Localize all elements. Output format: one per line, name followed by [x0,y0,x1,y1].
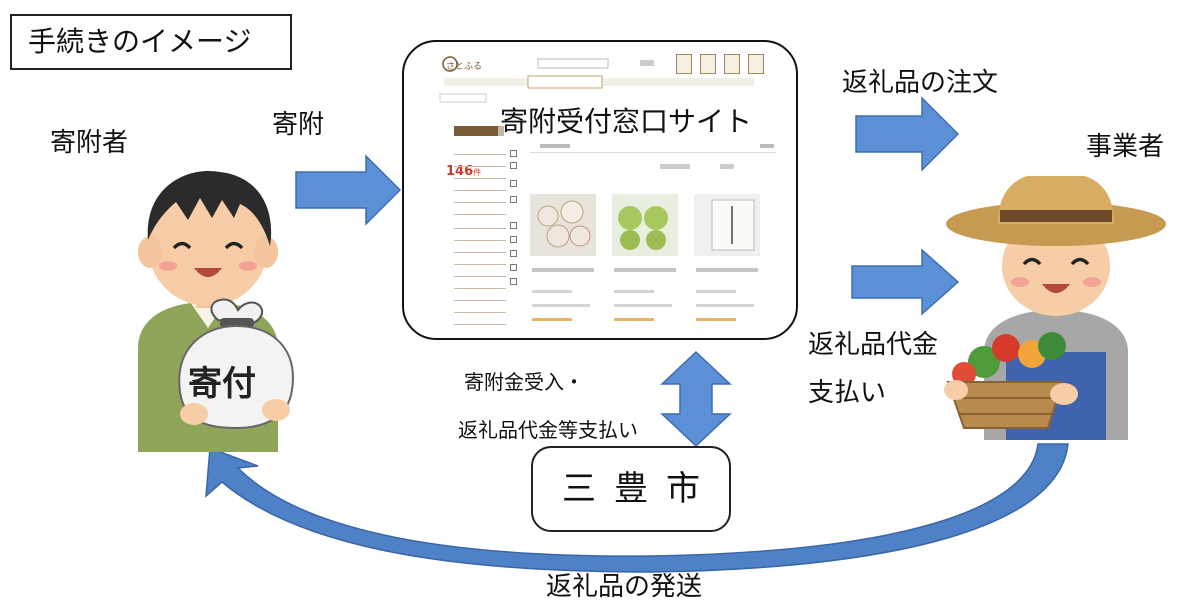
product-image-box [694,194,760,256]
supplier-illustration [944,176,1166,440]
product-rating-bar [532,318,572,321]
result-count-unit: 件 [473,168,482,177]
sidebar-row [454,222,506,229]
city-double-arrow [660,350,732,448]
sidebar-row [454,258,506,265]
product-image-grapes [612,194,678,256]
sidebar-checkbox [510,162,517,169]
header-icon [748,54,764,74]
header-icon [676,54,692,74]
supplier-label: 事業者 [1086,132,1165,162]
sidebar-row [454,160,506,167]
sidebar-checkbox [510,196,517,203]
donor-illustration [138,170,294,452]
product-price-bar [614,290,654,293]
sidebar-checkbox [510,236,517,243]
site-label: 寄附受付窓口サイト [498,100,755,140]
product-price-bar [532,290,572,293]
sidebar-row [454,172,506,179]
product-desc-bar [614,304,672,307]
result-count: 146件 [446,160,481,179]
sidebar-row [454,270,506,277]
sidebar-checkbox [510,150,517,157]
city-box: 三豊市 [531,446,731,532]
donation-label: 寄附 [272,110,325,140]
shipping-arrow [205,443,1069,573]
sidebar-checkbox [510,250,517,257]
product-rating-bar [696,318,736,321]
website-screenshot [439,56,776,256]
product-price-bar [696,290,736,293]
product-title-bar [696,268,758,272]
sidebar-row [454,282,506,289]
order-arrow [855,96,960,172]
header-icon [724,54,740,74]
product-title-bar [614,268,676,272]
sidebar-row [454,294,506,301]
donor-label: 寄附者 [50,128,129,158]
sidebar-row [454,306,506,313]
payment-arrow [851,248,960,316]
bag-label: 寄付 [188,364,256,404]
sidebar-checkbox [510,222,517,229]
donation-arrow [295,154,402,226]
order-label: 返礼品の注文 [842,68,999,98]
sidebar-row [454,246,506,253]
sidebar-checkbox [510,278,517,285]
city-flow-line1: 寄附金受入・ [464,370,584,394]
diagram-title: 手続きのイメージ [10,14,292,70]
sidebar-row [454,234,506,241]
sidebar-checkbox [510,264,517,271]
product-rating-bar [614,318,654,321]
result-count-number: 146 [446,164,474,179]
sidebar-checkbox [510,180,517,187]
payment-label-line1: 返礼品代金 [808,330,939,360]
city-flow-line2: 返礼品代金等支払い [458,418,638,442]
sidebar-row [454,184,506,191]
sidebar-row [454,208,506,215]
site-logo: さとふる [446,62,483,72]
product-title-bar [532,268,594,272]
product-desc-bar [696,304,754,307]
product-desc-bar [532,304,590,307]
sidebar-row [454,196,506,203]
sidebar-row [454,318,506,325]
header-icon [700,54,716,74]
product-image-garlic [530,194,596,256]
shipping-label: 返礼品の発送 [546,572,703,602]
sidebar-row [454,148,506,155]
payment-label-line2: 支払い [808,378,887,408]
